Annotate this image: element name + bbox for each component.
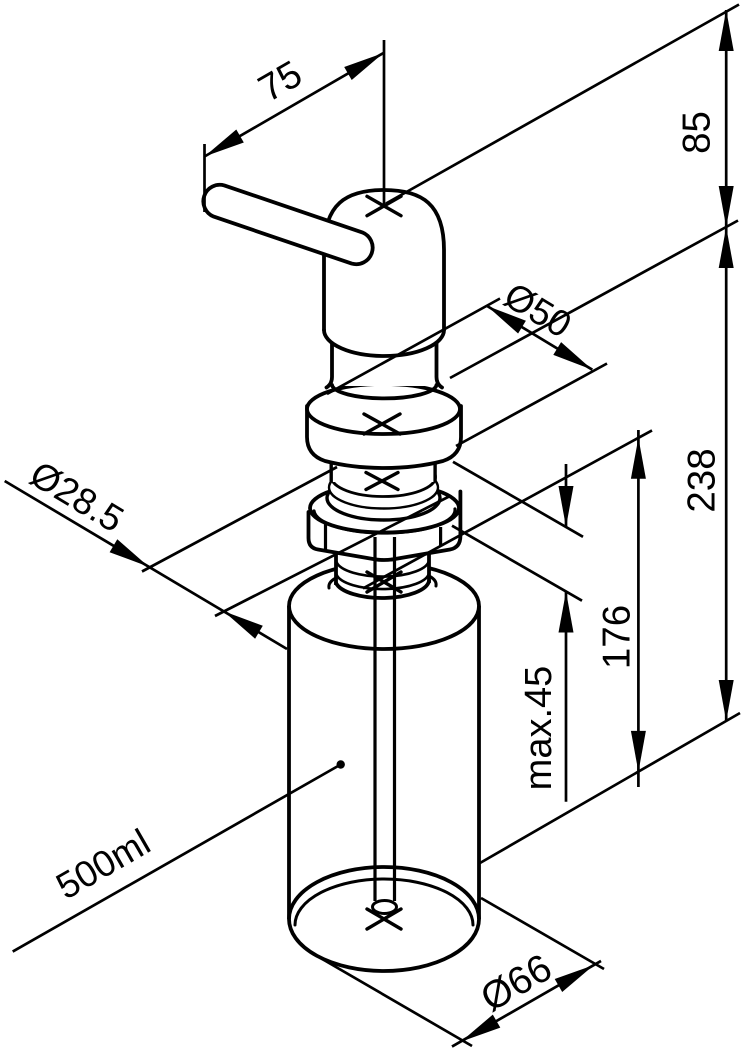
svg-text:238: 238 [681, 448, 724, 512]
svg-text:max.45: max.45 [518, 666, 560, 791]
svg-text:85: 85 [676, 111, 719, 154]
svg-text:176: 176 [596, 605, 639, 669]
